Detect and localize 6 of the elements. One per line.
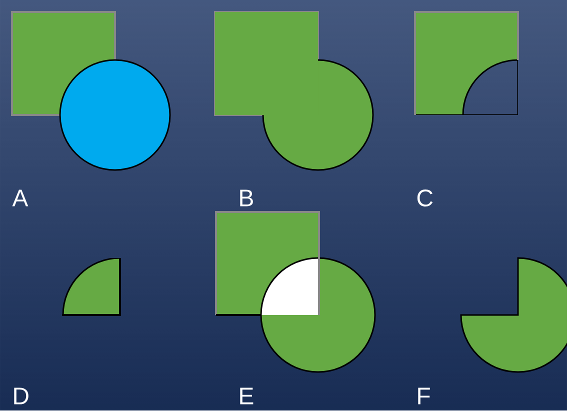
panel-label: F <box>418 388 430 404</box>
panel-label: B <box>240 190 253 206</box>
panel-label: D <box>14 388 28 404</box>
panel-label: E <box>240 388 254 404</box>
panel-label: A <box>12 190 28 206</box>
panel-label: C <box>417 190 433 206</box>
